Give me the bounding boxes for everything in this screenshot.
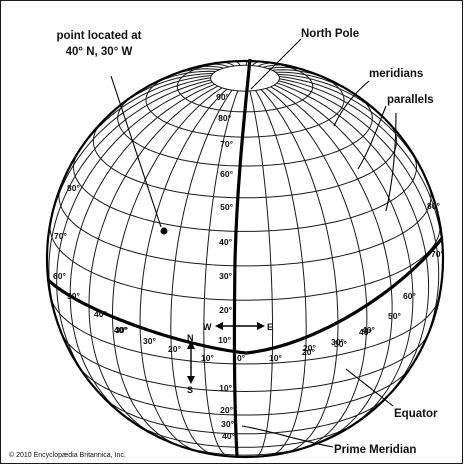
lon-label-20e: 20° [302, 347, 315, 357]
lon-label-30e: 30° [334, 339, 347, 349]
meridian-line [279, 81, 439, 353]
meridian-line [89, 86, 218, 437]
compass-west-label: W [203, 322, 212, 332]
parallel-line [50, 222, 440, 300]
meridians-label: meridians [369, 68, 423, 80]
lat-label-30s: 30° [221, 419, 234, 429]
lon-label-10e: 10° [269, 353, 282, 363]
lat-label-10s: 10° [219, 383, 232, 393]
lon-label-40e: 40° [362, 325, 375, 335]
parallel-line [211, 65, 280, 91]
prime-meridian-label: Prime Meridian [334, 444, 416, 456]
lon-label-0: 0° [237, 353, 246, 363]
compass-east-label: E [267, 322, 273, 332]
equator-label: Equator [394, 408, 438, 420]
north-pole-label: North Pole [301, 28, 359, 40]
lat-label-20n: 20° [219, 305, 232, 315]
lat-label-30n: 30° [219, 271, 232, 281]
point-marker [161, 228, 168, 235]
compass-north-label: N [187, 333, 194, 343]
lat-label-40s: 40° [222, 431, 235, 441]
meridian-line [261, 90, 338, 453]
parallel-line [59, 187, 431, 266]
meridian-line [49, 80, 211, 326]
right-lat-label-80: 80° [427, 201, 440, 211]
prime-meridian-line [234, 59, 250, 456]
copyright-credit: © 2010 Encyclopædia Britannica, Inc. [9, 451, 126, 459]
meridian-line [274, 85, 413, 428]
left-lat-label-50: 50° [67, 291, 80, 301]
lon-label-40w: 40° [114, 325, 127, 335]
compass-south-label: S [187, 385, 193, 395]
lat-label-20s: 20° [220, 405, 233, 415]
right-lat-label-70: 70° [431, 249, 444, 259]
meridian-line [256, 91, 307, 456]
left-lat-label-70: 70° [54, 231, 67, 241]
point-label-line-1: point located at [57, 30, 142, 42]
lat-label-40n: 40° [219, 237, 232, 247]
lat-label-80n: 80° [218, 113, 231, 123]
parallel-line [79, 366, 412, 415]
right-lat-label-60: 60° [403, 291, 416, 301]
meridians-leader-line [334, 81, 369, 126]
parallels-label: parallels [387, 94, 434, 106]
lon-label-20w: 20° [168, 344, 181, 354]
meridian-line [250, 91, 273, 457]
lon-label-30w: 30° [143, 336, 156, 346]
lon-label-10w: 10° [201, 353, 214, 363]
equator-line [48, 238, 442, 353]
point-label-line-2: 40° N, 30° W [66, 46, 133, 58]
left-lat-label-40: 40° [94, 309, 107, 319]
right-lat-label-50: 50° [388, 311, 401, 321]
lat-label-90n: 90° [216, 92, 229, 102]
left-lat-label-60: 60° [53, 271, 66, 281]
meridian-line [279, 79, 443, 275]
lat-label-60n: 60° [220, 169, 233, 179]
lat-label-50n: 50° [220, 202, 233, 212]
left-lat-label-80: 80° [67, 183, 80, 193]
meridian-line [48, 78, 210, 237]
lat-label-10n: 10° [218, 335, 231, 345]
lat-label-70n: 70° [220, 139, 233, 149]
meridian-line [140, 89, 227, 452]
prime-meridian-leader-line [242, 426, 333, 447]
